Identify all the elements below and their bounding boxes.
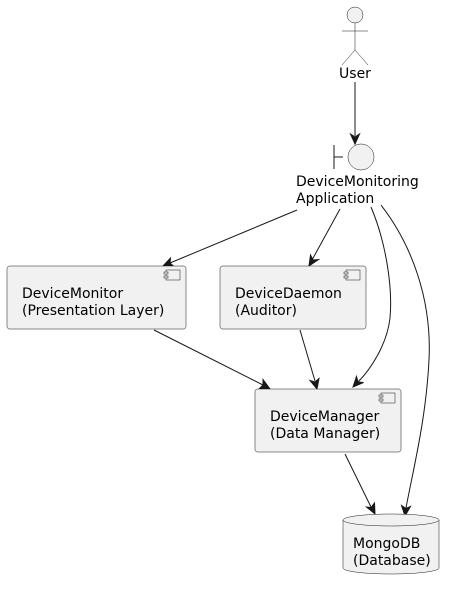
boundary-app-label-line2: Application [296,191,374,207]
component-device-monitor-label-line2: (Presentation Layer) [22,303,164,319]
component-device-monitor: DeviceMonitor (Presentation Layer) [6,265,187,330]
component-device-manager-label-line1: DeviceManager [270,409,379,425]
edge-user-to-app [349,82,361,146]
edge-manager-to-mongodb [344,453,376,516]
database-mongodb: MongoDB (Database) [342,513,440,575]
component-device-daemon: DeviceDaemon (Auditor) [219,265,367,330]
component-device-manager: DeviceManager (Data Manager) [254,388,402,453]
database-icon [342,513,440,575]
database-mongodb-label-line2: (Database) [353,553,431,569]
edge-monitor-to-manager [153,329,271,390]
edge-daemon-to-manager [299,329,320,391]
component-device-manager-label-line2: (Data Manager) [270,426,380,442]
actor-user-label: User [339,66,371,82]
component-icon [343,269,361,281]
component-device-daemon-label-line1: DeviceDaemon [235,286,342,302]
component-device-monitor-label-line1: DeviceMonitor [22,286,123,302]
edge-app-to-manager [352,206,392,388]
edges [153,82,430,518]
actor-icon [341,6,369,66]
boundary-icon [333,143,375,171]
edge-app-to-monitor [161,209,298,268]
component-device-daemon-label-line2: (Auditor) [235,303,297,319]
boundary-app-label-line1: DeviceMonitoring [296,174,419,190]
component-icon [378,392,396,404]
actor-user: User [339,6,371,82]
component-icon [163,269,181,281]
edge-app-to-daemon [308,208,341,268]
edge-app-to-mongodb [380,204,430,518]
database-mongodb-label-line1: MongoDB [353,536,420,552]
boundary-app: DeviceMonitoring Application [296,143,419,207]
